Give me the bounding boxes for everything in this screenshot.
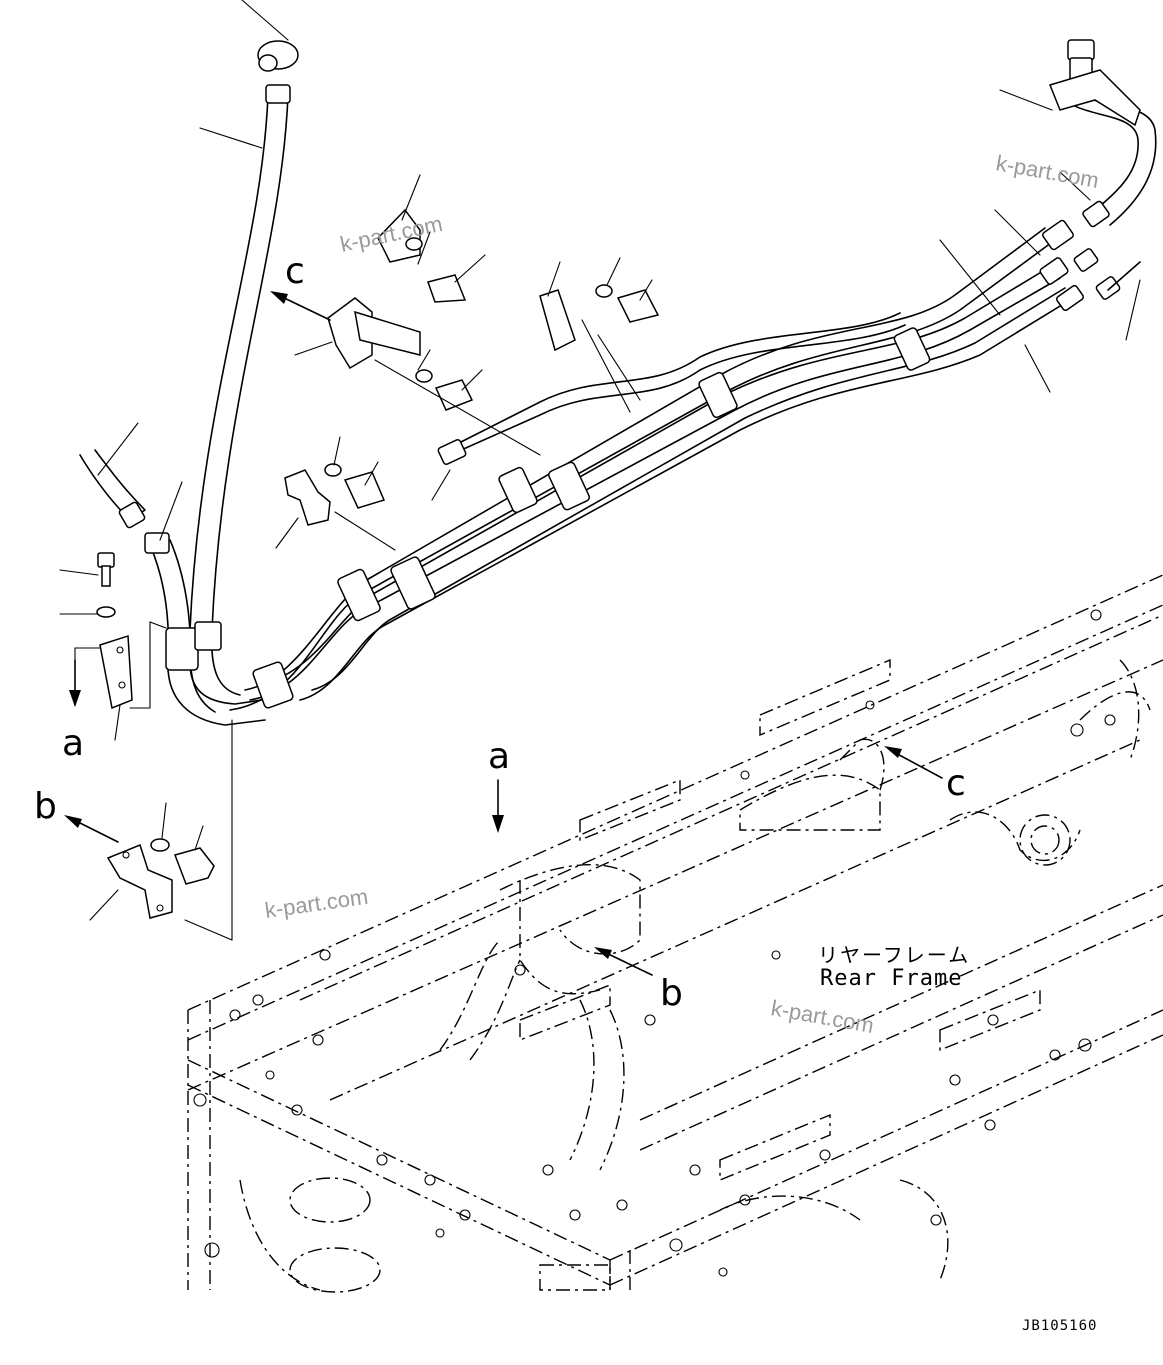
callout-c-frame: c [946,763,966,804]
callout-a-frame: a [488,736,510,777]
fittings [79,39,1141,709]
callout-c-bracket: c [285,251,305,292]
watermark-3: k-part.com [263,884,369,923]
reference-arrows [64,291,943,976]
callout-b-bracket: b [34,786,57,827]
rear-frame-label-japanese: リヤーフレーム [818,943,970,967]
drawing-code: JB105160 [1022,1318,1097,1334]
leader-lines [59,0,1141,941]
watermark-4: k-part.com [769,995,876,1038]
callout-b-frame: b [660,973,683,1014]
callout-a-bracket: a [62,723,84,764]
watermark-2: k-part.com [994,150,1101,193]
rear-frame-label-english: Rear Frame [820,966,962,991]
rear-frame-outline [187,574,1163,1293]
brackets [96,208,660,919]
hose-assembly [149,89,1157,726]
